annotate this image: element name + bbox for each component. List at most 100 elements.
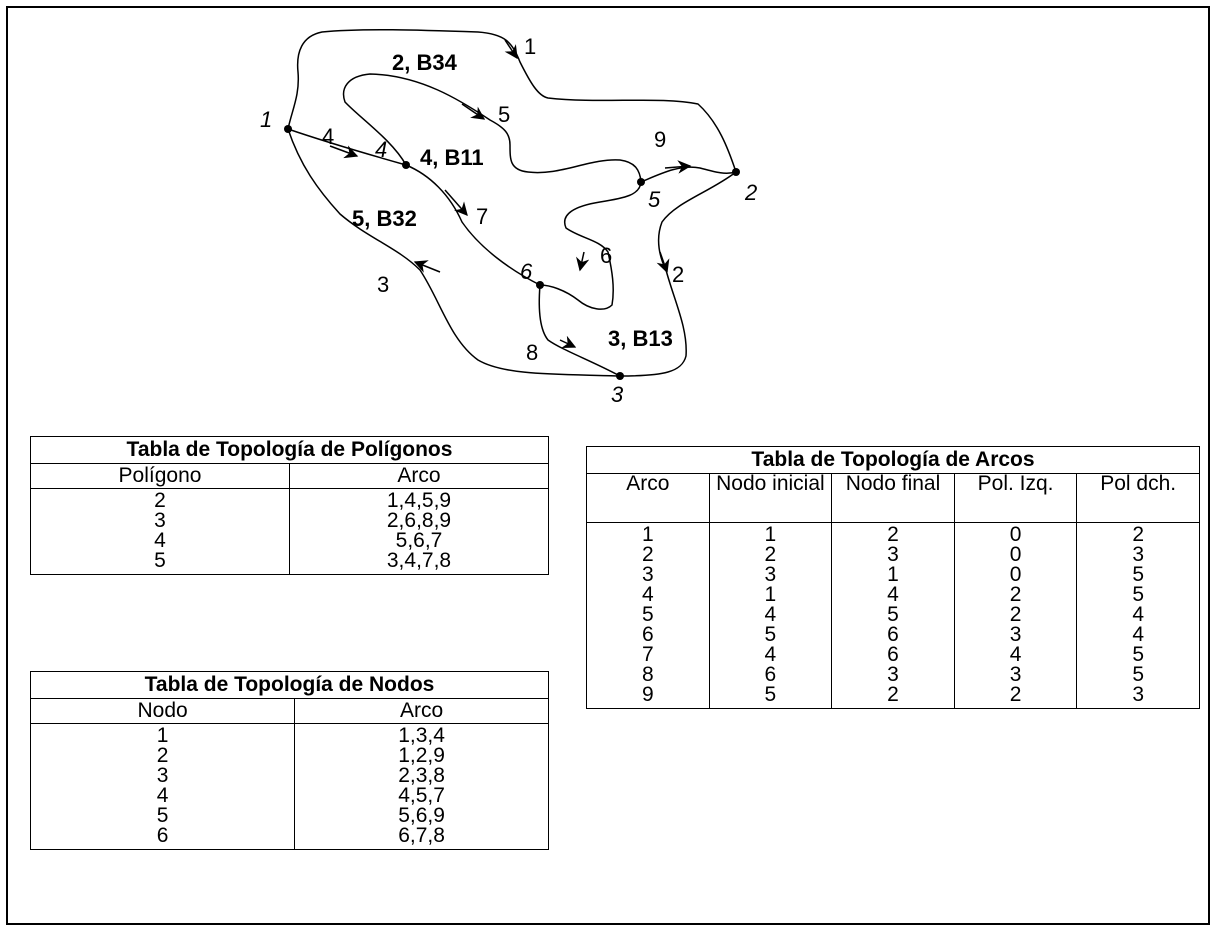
table-cell: 6,7,8 bbox=[294, 825, 549, 850]
arc-8-line bbox=[538, 284, 621, 377]
table-cell: 5 bbox=[831, 604, 955, 625]
arc-table-title: Tabla de Topología de Arcos bbox=[586, 446, 1200, 474]
table-row: 4 4,5,7 bbox=[29, 785, 549, 806]
table-row: 3 2,6,8,9 bbox=[30, 510, 549, 531]
table-cell: 2 bbox=[1076, 522, 1200, 545]
arc-4-line bbox=[287, 128, 407, 166]
polygon-table-header-arc: Arco bbox=[289, 463, 549, 489]
table-cell: 3 bbox=[831, 544, 955, 565]
polygon-label-4: 4, B11 bbox=[420, 145, 484, 170]
table-cell: 5 bbox=[1076, 664, 1200, 685]
table-cell: 5 bbox=[708, 684, 833, 709]
table-cell: 2 bbox=[29, 745, 296, 766]
table-cell: 4 bbox=[586, 584, 710, 605]
polygon-label-5: 5, B32 bbox=[352, 206, 417, 231]
arc-3-line bbox=[287, 128, 621, 377]
node-2-dot bbox=[732, 168, 740, 176]
arc-9-line bbox=[640, 166, 737, 183]
table-cell: 6 bbox=[831, 624, 955, 645]
table-cell: 3 bbox=[1076, 544, 1200, 565]
table-cell: 0 bbox=[953, 564, 1078, 585]
table-row: 3 2,3,8 bbox=[29, 765, 549, 786]
node-1-dot bbox=[284, 125, 292, 133]
table-cell: 3 bbox=[586, 564, 710, 585]
table-cell: 3 bbox=[30, 510, 290, 531]
table-cell: 2 bbox=[831, 684, 955, 709]
table-cell: 3 bbox=[953, 624, 1078, 645]
node-label-1: 1 bbox=[260, 107, 272, 132]
table-cell: 1,4,5,9 bbox=[289, 488, 549, 511]
table-cell: 1 bbox=[708, 522, 833, 545]
table-cell: 1,2,9 bbox=[294, 745, 549, 766]
arc-8-arrow bbox=[559, 335, 577, 348]
table-cell: 4 bbox=[29, 785, 296, 806]
figure-frame bbox=[6, 6, 1210, 925]
table-cell: 4 bbox=[953, 644, 1078, 665]
table-cell: 5,6,7 bbox=[289, 530, 549, 551]
table-cell: 2 bbox=[953, 684, 1078, 709]
node-label-3: 3 bbox=[611, 382, 624, 407]
table-cell: 4 bbox=[1076, 624, 1200, 645]
table-cell: 5 bbox=[586, 604, 710, 625]
arc-7-line bbox=[405, 164, 541, 286]
arc-label-6: 6 bbox=[600, 243, 612, 268]
table-cell: 2 bbox=[953, 604, 1078, 625]
table-cell: 2,6,8,9 bbox=[289, 510, 549, 531]
node-5-dot bbox=[637, 178, 645, 186]
table-row: 2 1,4,5,9 bbox=[30, 488, 549, 511]
table-row: 6 6,7,8 bbox=[29, 825, 549, 850]
table-cell: 1 bbox=[831, 564, 955, 585]
table-cell: 3 bbox=[29, 765, 296, 786]
node-4-dot bbox=[402, 161, 410, 169]
table-cell: 8 bbox=[586, 664, 710, 685]
arc-label-4: 4 bbox=[322, 124, 334, 149]
arc-6-line bbox=[539, 181, 642, 310]
table-cell: 2 bbox=[953, 584, 1078, 605]
arc-table-header-arc: Arco bbox=[586, 473, 710, 523]
polygon-label-2: 2, B34 bbox=[392, 50, 458, 75]
table-cell: 6 bbox=[586, 624, 710, 645]
table-cell: 0 bbox=[953, 544, 1078, 565]
polygon-table-header-polygon: Polígono bbox=[30, 463, 290, 489]
table-cell: 6 bbox=[708, 664, 833, 685]
table-cell: 4,5,7 bbox=[294, 785, 549, 806]
arc-label-1: 1 bbox=[524, 34, 536, 59]
arc-7-arrow bbox=[444, 189, 468, 217]
table-cell: 3,4,7,8 bbox=[289, 550, 549, 575]
table-row: 1 1,3,4 bbox=[29, 723, 549, 746]
arc-table-header-left-polygon: Pol. Izq. bbox=[953, 473, 1078, 523]
table-cell: 4 bbox=[30, 530, 290, 551]
table-cell: 4 bbox=[708, 644, 833, 665]
table-cell: 4 bbox=[708, 604, 833, 625]
arc-9-arrow bbox=[664, 160, 692, 174]
table-cell: 1,3,4 bbox=[294, 723, 549, 746]
arc-table-header-start-node: Nodo inicial bbox=[708, 473, 833, 523]
arc-topology-table: Tabla de Topología de Arcos Arco Nodo in… bbox=[586, 446, 1200, 709]
table-row: 4 5,6,7 bbox=[30, 530, 549, 551]
table-cell: 1 bbox=[29, 723, 296, 746]
table-cell: 3 bbox=[953, 664, 1078, 685]
table-cell: 5 bbox=[30, 550, 290, 575]
table-cell: 5 bbox=[1076, 644, 1200, 665]
arc-6-arrow bbox=[576, 251, 590, 272]
table-cell: 3 bbox=[1076, 684, 1200, 709]
table-cell: 6 bbox=[29, 825, 296, 850]
table-cell: 2,3,8 bbox=[294, 765, 549, 786]
table-cell: 7 bbox=[586, 644, 710, 665]
node-label-4: 4 bbox=[375, 137, 387, 162]
table-cell: 1 bbox=[708, 584, 833, 605]
table-cell: 1 bbox=[586, 522, 710, 545]
arc-label-9: 9 bbox=[654, 127, 666, 152]
table-cell: 6 bbox=[831, 644, 955, 665]
table-row: 5 3,4,7,8 bbox=[30, 550, 549, 575]
node-label-5: 5 bbox=[648, 187, 661, 212]
